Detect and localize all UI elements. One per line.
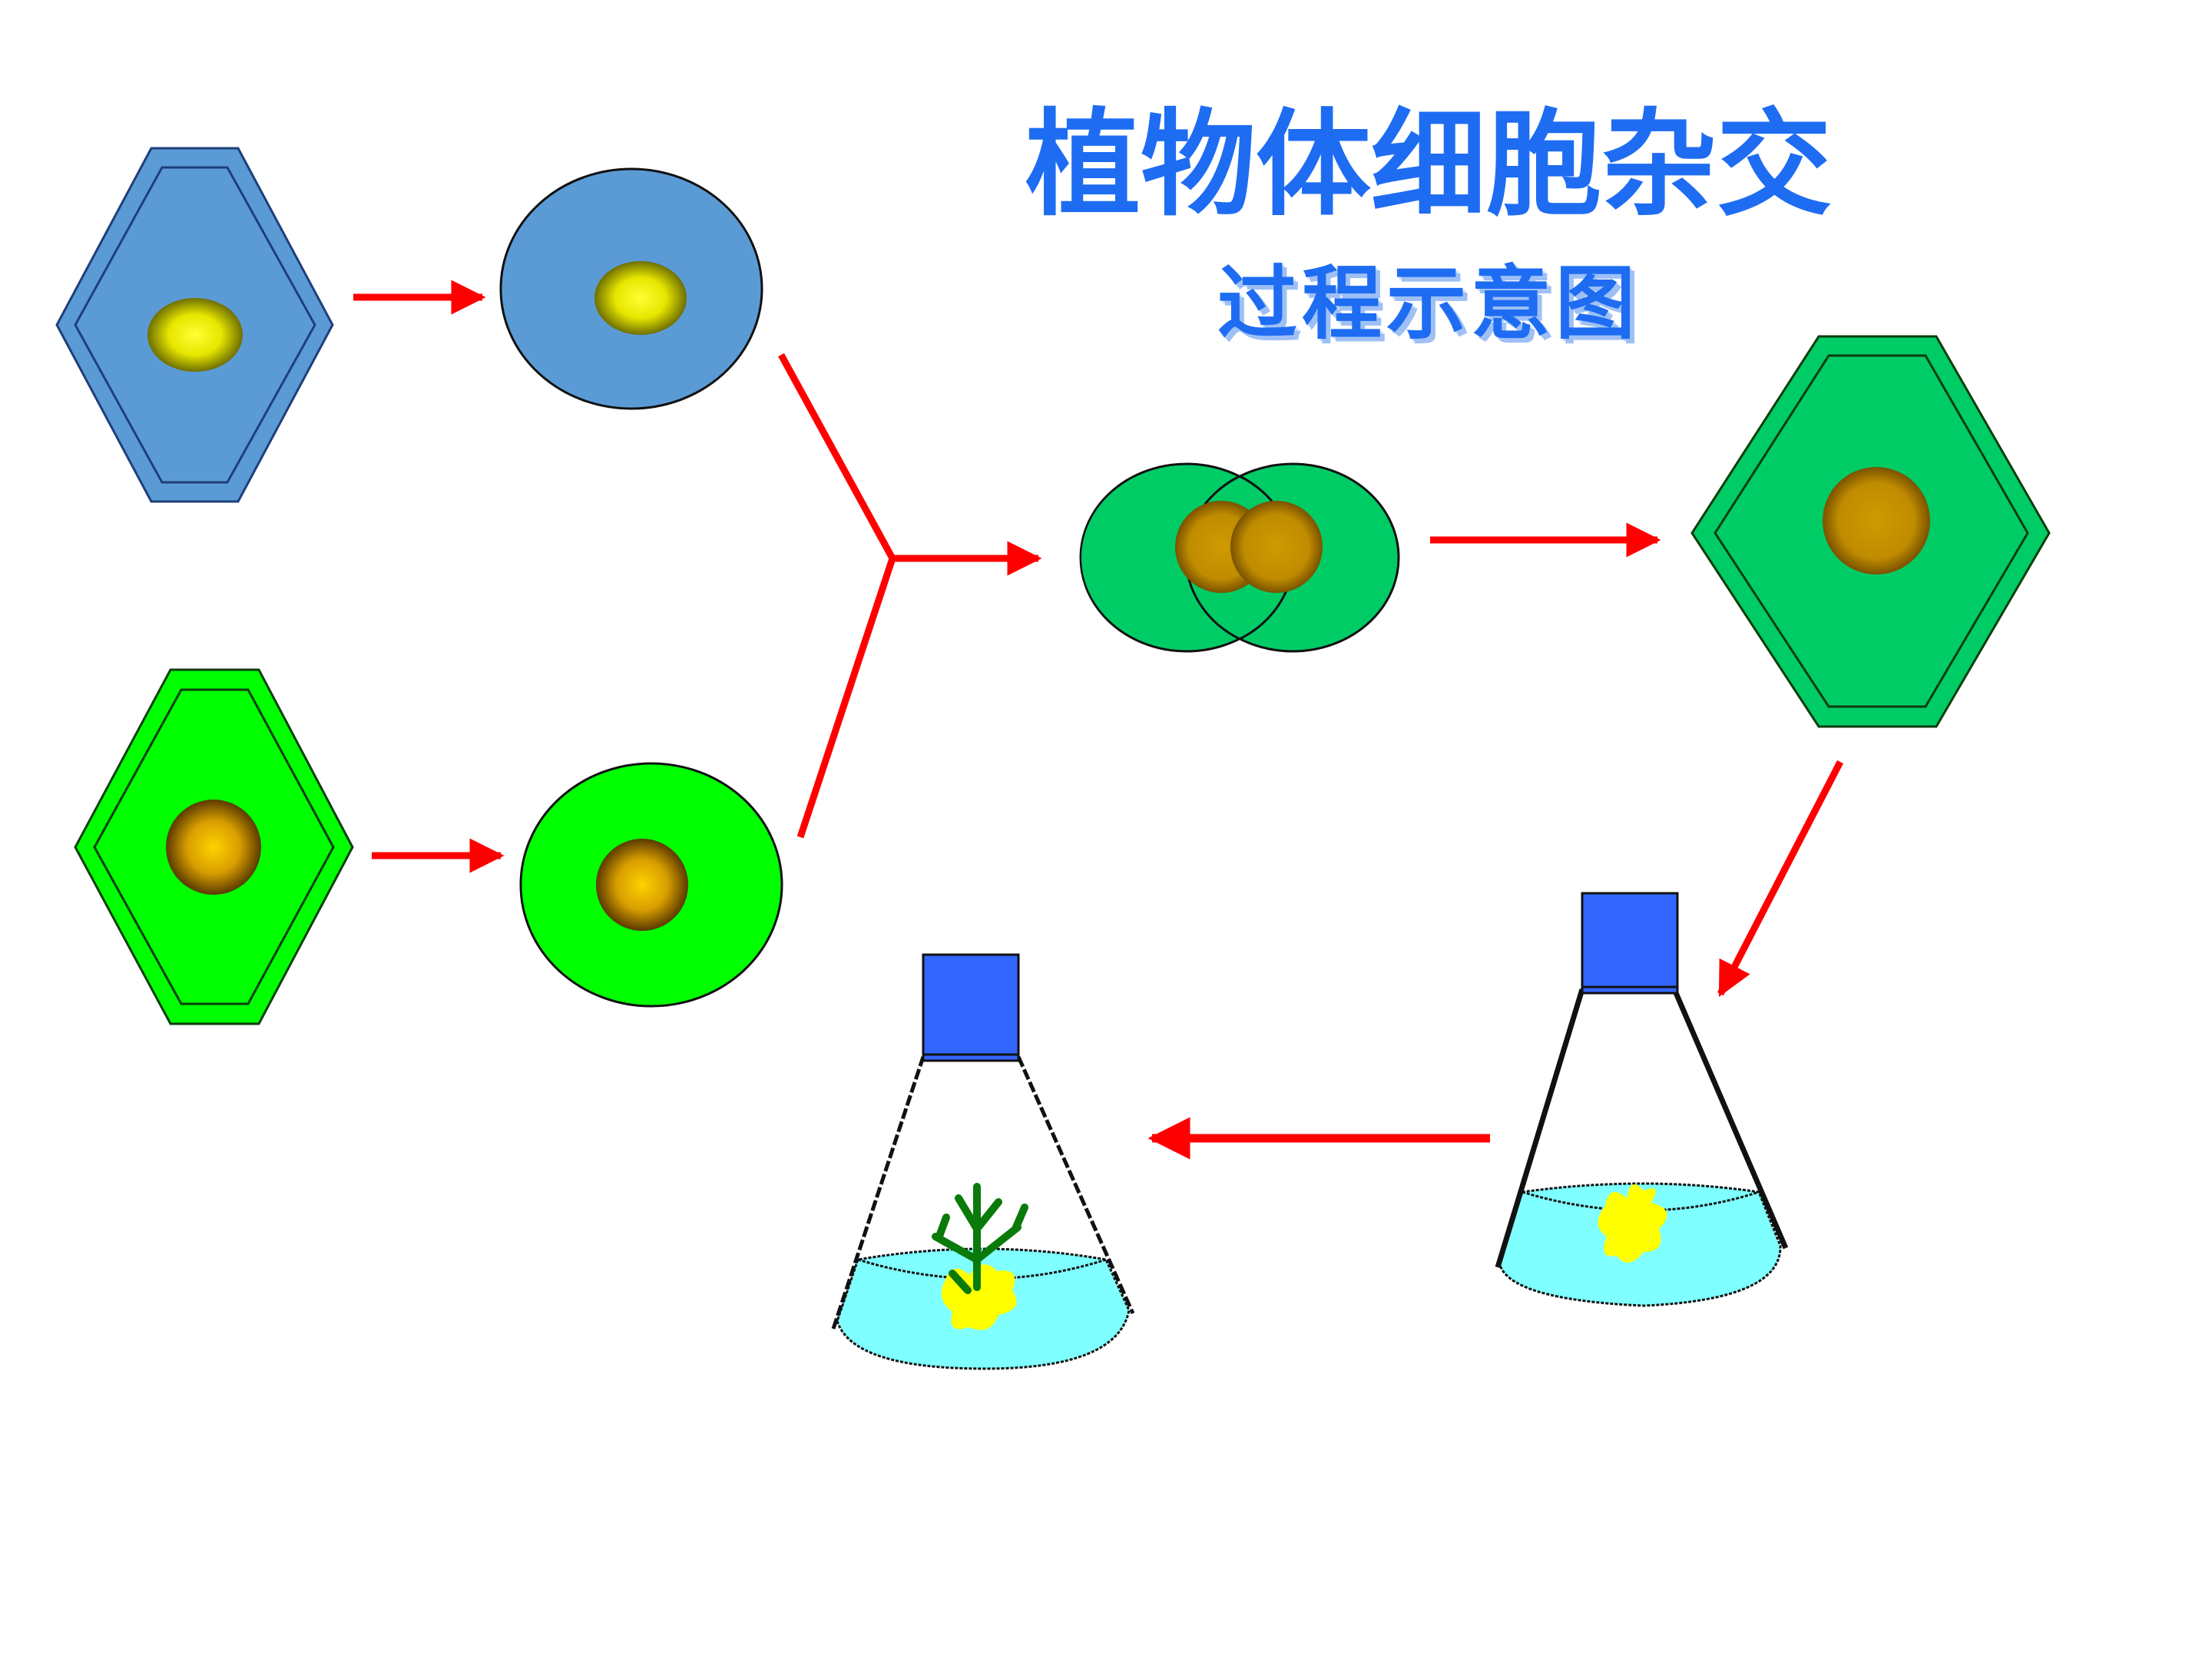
nucleus-b (166, 800, 261, 895)
cell-membrane-a (74, 166, 316, 484)
nucleus-b-protoplast (596, 839, 688, 931)
nucleus-hybrid (1823, 467, 1930, 575)
diagram-subtitle: 过程示意图 (1217, 257, 1640, 350)
cell-membrane-hybrid (1714, 354, 2029, 708)
protoplast-a (499, 167, 763, 410)
plantlet-icon (932, 1183, 1028, 1294)
callus (1598, 1184, 1667, 1263)
fusion-arrow-upper-branch (778, 353, 896, 561)
nucleus-a-protoplast (594, 261, 687, 335)
culture-flask-icon (1581, 892, 1679, 995)
flask-wall-right-right-flask (1671, 988, 1789, 1250)
flask-plantlet (831, 953, 1135, 1370)
protoplast-b (519, 762, 783, 1008)
cell-membrane-b (93, 688, 335, 1005)
arrow-to-callus (1717, 760, 1843, 997)
flask-wall-left-left-flask (831, 1056, 926, 1330)
nucleus-fused-b (1230, 501, 1323, 593)
cell-b-with-wall (74, 668, 354, 1025)
culture-flask-icon-left (922, 953, 1020, 1062)
cell-a-with-wall (55, 147, 334, 503)
flask-wall-left-right-flask (1495, 988, 1585, 1269)
nucleus-a (147, 298, 243, 372)
diagram-title: 植物体细胞杂交 (1025, 98, 1832, 232)
flask-callus (1495, 892, 1789, 1307)
flask-wall-right-left-flask (1016, 1055, 1135, 1315)
fusion-arrow-lower-branch (796, 557, 896, 839)
fused-protoplast (1079, 462, 1400, 653)
hybrid-cell-with-wall (1690, 335, 2051, 728)
fusion-arrow (778, 353, 1042, 839)
